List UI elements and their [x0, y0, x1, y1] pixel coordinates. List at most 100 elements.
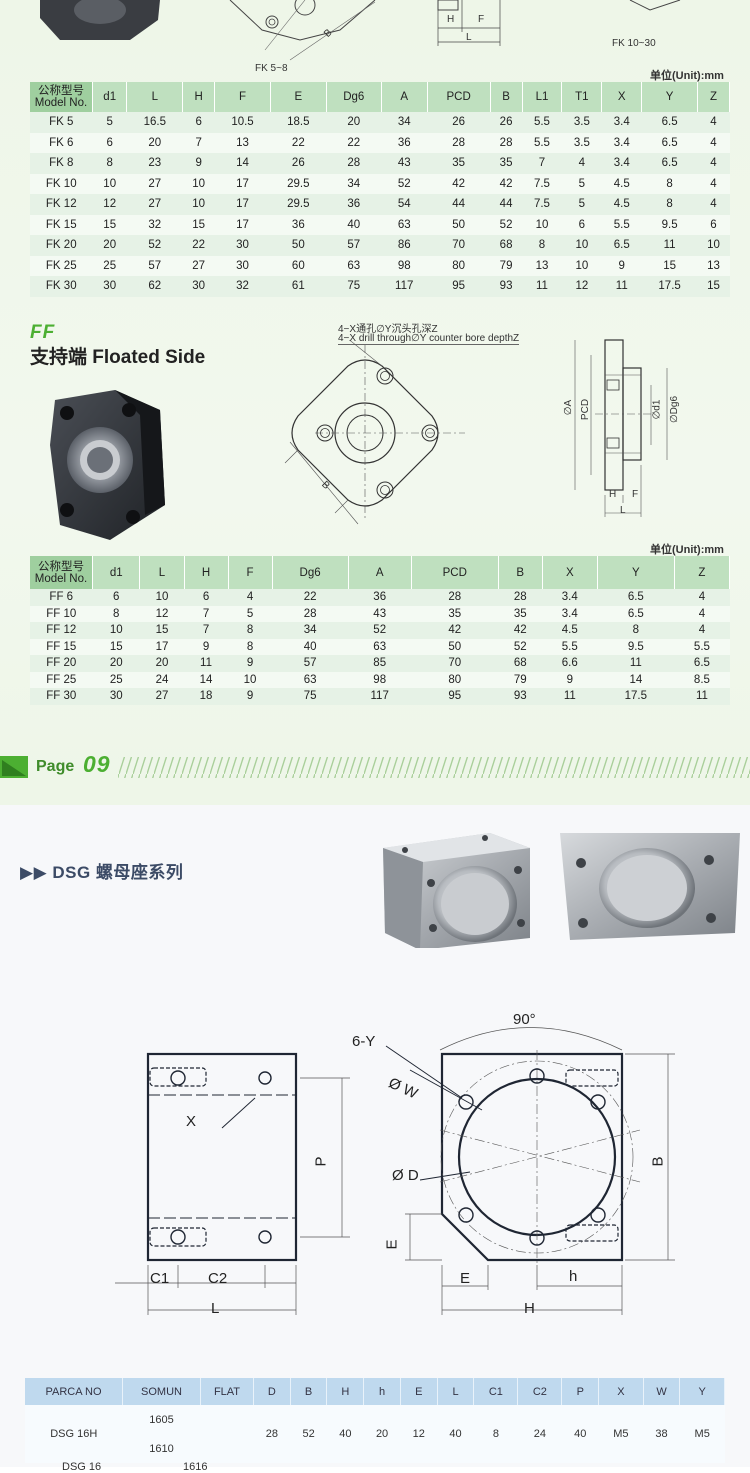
ff-model-cell: FF 30 [30, 688, 93, 705]
ff-value-cell: 11 [184, 655, 229, 672]
page-label: Page [36, 758, 75, 775]
ff-value-cell: 4 [674, 589, 730, 606]
ff-value-cell: 75 [272, 688, 349, 705]
ff-value-cell: 42 [498, 622, 543, 639]
ff-model-cell: FF 25 [30, 671, 93, 688]
fk-value-cell: 42 [490, 173, 523, 194]
ff-value-cell: 10 [228, 671, 273, 688]
fk-value-cell: 9.5 [641, 214, 698, 235]
ff-value-cell: 43 [348, 605, 412, 622]
fk-value-cell: 6.5 [641, 153, 698, 174]
fk-drawings [40, 0, 681, 61]
fk-value-cell: 25 [92, 255, 127, 276]
ff-value-cell: 15 [139, 622, 184, 639]
dsg-dim-x: X [186, 1113, 197, 1130]
fk-value-cell: 4 [697, 112, 730, 133]
ff-side-view [574, 339, 668, 517]
ff-value-cell: 50 [411, 638, 499, 655]
fk-value-cell: 36 [270, 214, 327, 235]
fk-value-cell: 3.4 [601, 132, 642, 153]
fk-value-cell: 16.5 [126, 112, 183, 133]
ff-value-cell: 10 [92, 622, 140, 639]
fk-value-cell: 27 [126, 194, 183, 215]
fk-model-cell: FK 25 [30, 255, 93, 276]
fk-label-10-30: FK 10~30 [612, 38, 656, 49]
ff-value-cell: 6.5 [597, 589, 675, 606]
fk-value-cell: 35 [490, 153, 523, 174]
fk-unit-label: 单位(Unit):mm [650, 70, 724, 82]
fk-value-cell: 12 [561, 276, 602, 297]
fk-value-cell: 44 [490, 194, 523, 215]
dsg-dim-b: B [649, 1156, 667, 1167]
dsg-header-cell: L [437, 1378, 475, 1405]
fk-value-cell: 10 [92, 173, 127, 194]
dsg-front-view [440, 1052, 624, 1262]
fk-value-cell: 18.5 [270, 112, 327, 133]
fk-model-cell: FK 6 [30, 132, 93, 153]
ff-value-cell: 3.4 [542, 605, 598, 622]
fk-value-cell: 20 [92, 235, 127, 256]
ff-value-cell: 12 [139, 605, 184, 622]
fk-value-cell: 28 [326, 153, 382, 174]
ff-value-cell: 117 [348, 688, 412, 705]
dsg-header-cell: B [290, 1378, 328, 1405]
ff-value-cell: 7 [184, 622, 229, 639]
dsg-header-cell: PARCA NO [25, 1378, 123, 1405]
ff-value-cell: 10 [139, 589, 184, 606]
dsg-dim-h-big: H [524, 1300, 535, 1317]
ff-header-cell: PCD [411, 556, 499, 589]
dsg-dim-e-side: E [383, 1239, 401, 1250]
ff-dim-dg6: ∅Dg6 [669, 395, 681, 424]
ff-value-cell: 9 [228, 655, 273, 672]
ff-model-cell: FF 15 [30, 638, 93, 655]
fk-value-cell: 17 [214, 214, 271, 235]
ff-value-cell: 34 [272, 622, 349, 639]
ff-model-cell: FF 6 [30, 589, 93, 606]
dsg-dim-six-y: 6-Y [352, 1033, 376, 1050]
ff-value-cell: 70 [411, 655, 499, 672]
fk-value-cell: 29.5 [270, 194, 327, 215]
ff-value-cell: 28 [272, 605, 349, 622]
ff-value-cell: 25 [92, 671, 140, 688]
fk-value-cell: 4.5 [601, 173, 642, 194]
ff-code: FF [30, 322, 56, 343]
fk-model-cell: FK 15 [30, 214, 93, 235]
dsg-header-cell: E [400, 1378, 438, 1405]
ff-value-cell: 4 [674, 622, 730, 639]
dsg-title: ▶▶ DSG 螺母座系列 [20, 863, 184, 882]
ff-note-en: 4−X drill through∅Y counter bore depthZ [338, 333, 520, 345]
ff-value-cell: 95 [411, 688, 499, 705]
fk-value-cell: 3.4 [601, 112, 642, 133]
fk-header-cell: T1 [561, 82, 603, 112]
ff-value-cell: 52 [498, 638, 543, 655]
dsg-dim-l: L [211, 1300, 220, 1317]
fk-header-cell: Z [697, 82, 730, 112]
fk-value-cell: 60 [270, 255, 327, 276]
ff-header-cell: A [348, 556, 412, 589]
fk-value-cell: 10 [182, 173, 215, 194]
ff-value-cell: 8 [92, 605, 140, 622]
fk-model-cell: FK 8 [30, 153, 93, 174]
fk-value-cell: 44 [427, 194, 491, 215]
ff-value-cell: 6.5 [674, 655, 730, 672]
dsg-header-cell: h [363, 1378, 401, 1405]
fk-value-cell: 4 [697, 153, 730, 174]
fk-value-cell: 15 [697, 276, 730, 297]
ff-value-cell: 28 [411, 589, 499, 606]
dsg-side-view [146, 1052, 298, 1262]
fk-value-cell: 52 [126, 235, 183, 256]
dsg-dim-p: P [312, 1156, 330, 1167]
fk-value-cell: 8 [522, 235, 562, 256]
dsg-value-h: 40 [326, 1405, 364, 1463]
page-bar [0, 756, 750, 778]
fk-value-cell: 93 [490, 276, 523, 297]
ff-value-cell: 4 [228, 589, 273, 606]
dsg-value-d: 28 [253, 1405, 291, 1463]
